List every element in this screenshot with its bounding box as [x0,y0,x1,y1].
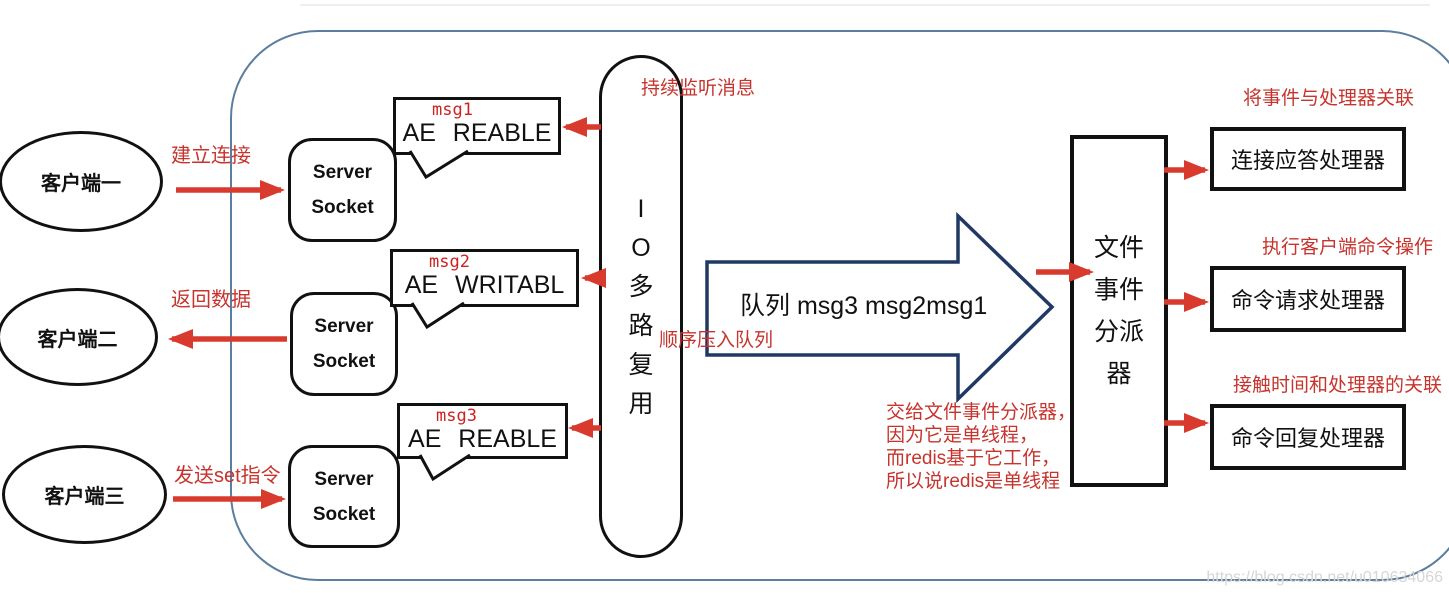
server-socket-3: Server Socket [288,445,400,548]
handler-2-label: 命令请求处理器 [1230,288,1385,313]
msg1-tag: msg1 [432,100,473,120]
server-socket-3-line1: Server [314,468,374,490]
handler-3-label: 命令回复处理器 [1230,426,1385,451]
file-event-dispatcher-box: 文件 事件 分派 器 [1070,135,1168,487]
event-bubble-msg2: msg2 AE WRITABL [390,249,579,307]
mux-char: 用 [628,389,654,418]
command-reply-handler-box: 命令回复处理器 [1210,404,1406,470]
mux-char: 多 [628,272,654,301]
annotation-line-3: 而redis基于它工作， [886,448,1061,469]
event-bubble-msg3: msg3 AE REABLE [397,403,568,459]
annotation-line-2: 因为它是单线程， [886,425,1039,446]
client-1-label: 客户端一 [41,173,121,195]
dispatcher-line: 分派 [1093,318,1144,346]
msg3-tag: msg3 [436,406,477,426]
edge-label-connect: 建立连接 [171,145,251,167]
annotation-line-1: 交给文件事件分派器， [886,402,1077,423]
server-socket-2-line1: Server [314,316,374,337]
annotation-line-4: 所以说redis是单线程 [886,471,1061,492]
mux-listen-note: 持续监听消息 [641,78,756,99]
server-socket-2-line2: Socket [312,351,376,372]
io-multiplexer-stadium: I O 多 路 复 用 [599,55,683,558]
server-socket-2: Server Socket [290,292,398,396]
redis-process-container [230,30,1449,581]
msg3-event: AE REABLE [408,425,557,453]
queue-label: 队列 msg3 msg2msg1 [740,292,988,320]
event-bubble-msg1: msg1 AE REABLE [393,97,561,155]
handler-2-note: 执行客户端命令操作 [1262,237,1434,258]
edge-label-return-data: 返回数据 [171,289,251,311]
command-request-handler-box: 命令请求处理器 [1210,266,1406,332]
server-socket-1: Server Socket [288,138,397,242]
dispatcher-line: 事件 [1093,276,1144,304]
client-2-ellipse: 客户端二 [0,288,158,386]
server-socket-1-line1: Server [312,162,373,183]
handler-1-label: 连接应答处理器 [1230,148,1385,173]
client-1-ellipse: 客户端一 [0,131,163,232]
handler-1-note: 将事件与处理器关联 [1243,88,1415,109]
msg2-event: AE WRITABL [404,271,565,299]
client-3-label: 客户端三 [44,486,125,508]
single-thread-annotation: 交给文件事件分派器， 因为它是单线程， 而redis基于它工作， 所以说redi… [886,401,1076,493]
dispatcher-line: 器 [1106,360,1132,388]
server-socket-1-line2: Socket [311,197,374,218]
msg1-event: AE REABLE [402,119,552,147]
client-2-label: 客户端二 [37,328,118,351]
dispatcher-line: 文件 [1093,234,1144,262]
server-socket-3-line2: Socket [312,503,376,525]
client-3-ellipse: 客户端三 [2,445,167,544]
mux-char: 路 [628,311,654,340]
mux-char: O [631,233,651,262]
faint-top-line [300,4,1430,6]
watermark-url: https://blog.csdn.net/u010634066 [1206,569,1443,586]
mux-char: I [637,194,645,223]
handler-3-note: 接触时间和处理器的关联 [1233,375,1443,396]
edge-label-send-set: 发送set指令 [174,465,281,487]
mux-enqueue-note: 顺序压入队列 [659,330,774,351]
mux-char: 复 [628,350,654,379]
connection-reply-handler-box: 连接应答处理器 [1210,127,1406,191]
msg2-tag: msg2 [429,252,470,272]
